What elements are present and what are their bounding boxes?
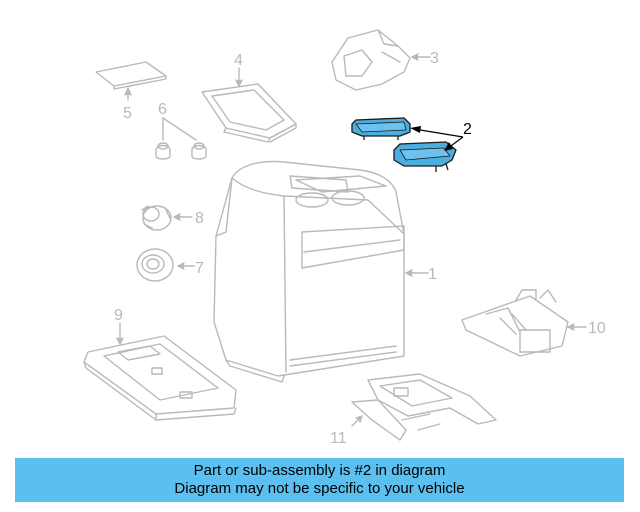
part-4-tray (201, 83, 297, 143)
part-1-console (213, 160, 405, 383)
part-8-knob (141, 205, 172, 231)
part-3-bracket (331, 29, 411, 91)
part-2-pads-highlighted (351, 117, 457, 172)
banner-line-1: Part or sub-assembly is #2 in diagram (193, 462, 446, 479)
leader-6b (162, 117, 197, 141)
arrow-2a (410, 126, 421, 133)
callout-11: 11 (330, 430, 347, 447)
part-2-pad-lower (393, 141, 457, 172)
arrow-2b (444, 142, 453, 151)
callout-2: 2 (463, 121, 472, 138)
part-9-base-plate (83, 335, 237, 421)
banner-line-2: Diagram may not be specific to your vehi… (174, 480, 465, 497)
part-2-pad-upper (351, 117, 411, 140)
callout-1: 1 (428, 266, 437, 283)
part-5-mat (95, 61, 167, 90)
callout-3: 3 (430, 50, 439, 67)
callout-8: 8 (195, 210, 204, 227)
callout-5: 5 (123, 105, 132, 122)
callout-10: 10 (588, 320, 606, 337)
part-6-clips (155, 142, 207, 160)
callout-6: 6 (158, 101, 167, 118)
part-7-socket (136, 248, 174, 282)
callout-7: 7 (195, 260, 204, 277)
part-11-frame (351, 373, 497, 441)
callout-9: 9 (114, 307, 123, 324)
info-banner: Part or sub-assembly is #2 in diagram Di… (15, 458, 624, 502)
callout-4: 4 (234, 52, 243, 69)
part-10-bracket (461, 289, 569, 357)
